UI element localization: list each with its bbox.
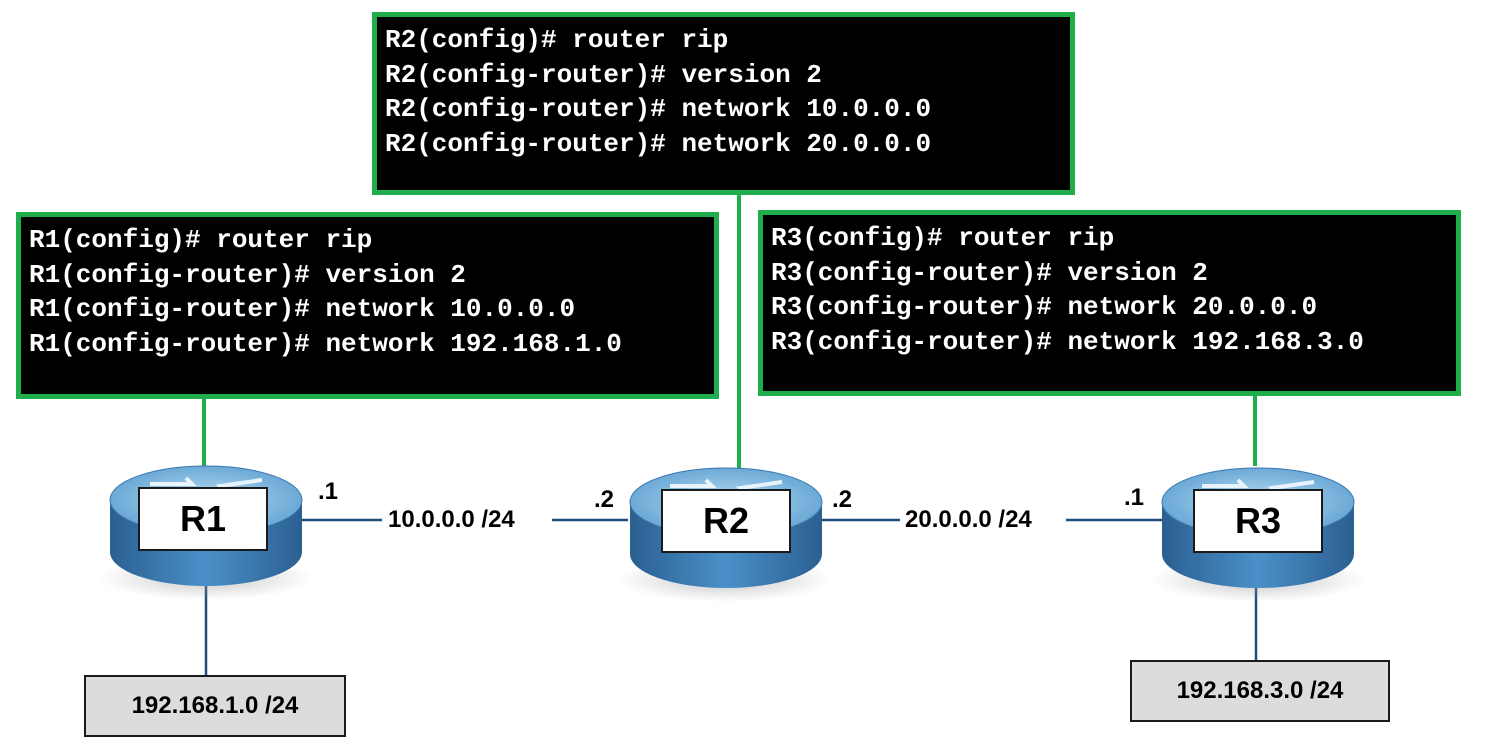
terminal-r3-config: R3(config)# router rip R3(config-router)… xyxy=(758,210,1461,396)
terminal-line: R3(config-router)# network 20.0.0.0 xyxy=(771,292,1318,322)
terminal-line: R2(config-router)# network 20.0.0.0 xyxy=(385,128,932,159)
terminal-line: R3(config-router)# network 192.168.3.0 xyxy=(771,326,1364,357)
terminal-line: R3(config)# router rip xyxy=(771,223,1115,253)
terminal-r2-config: R2(config)# router rip R2(config-router)… xyxy=(372,12,1075,195)
network-20-label: 20.0.0.0 /24 xyxy=(905,506,1032,533)
terminal-line: R3(config-router)# version 2 xyxy=(771,257,1208,288)
terminal-line: R1(config-router)# network 10.0.0.0 xyxy=(29,294,576,324)
router-r2-label: R2 xyxy=(661,489,791,553)
network-10-label: 10.0.0.0 /24 xyxy=(388,506,515,533)
terminal-line: R1(config-router)# version 2 xyxy=(29,259,466,290)
terminal-line: R2(config-router)# network 10.0.0.0 xyxy=(385,94,932,124)
router-r1-label: R1 xyxy=(138,487,268,551)
terminal-line: R1(config-router)# network 192.168.1.0 xyxy=(29,328,622,359)
terminal-r1-config: R1(config)# router rip R1(config-router)… xyxy=(16,212,719,399)
r2-right-interface-label: .2 xyxy=(832,486,853,513)
lan-r3-box: 192.168.3.0 /24 xyxy=(1130,660,1390,722)
r2-left-interface-label: .2 xyxy=(594,486,615,513)
terminal-line: R2(config)# router rip xyxy=(385,25,729,55)
terminal-line: R1(config)# router rip xyxy=(29,225,373,255)
router-r3-label: R3 xyxy=(1193,489,1323,553)
r3-interface-label: .1 xyxy=(1124,484,1145,511)
r1-interface-label: .1 xyxy=(318,478,339,505)
terminal-line: R2(config-router)# version 2 xyxy=(385,59,822,90)
lan-r1-box: 192.168.1.0 /24 xyxy=(84,675,346,737)
